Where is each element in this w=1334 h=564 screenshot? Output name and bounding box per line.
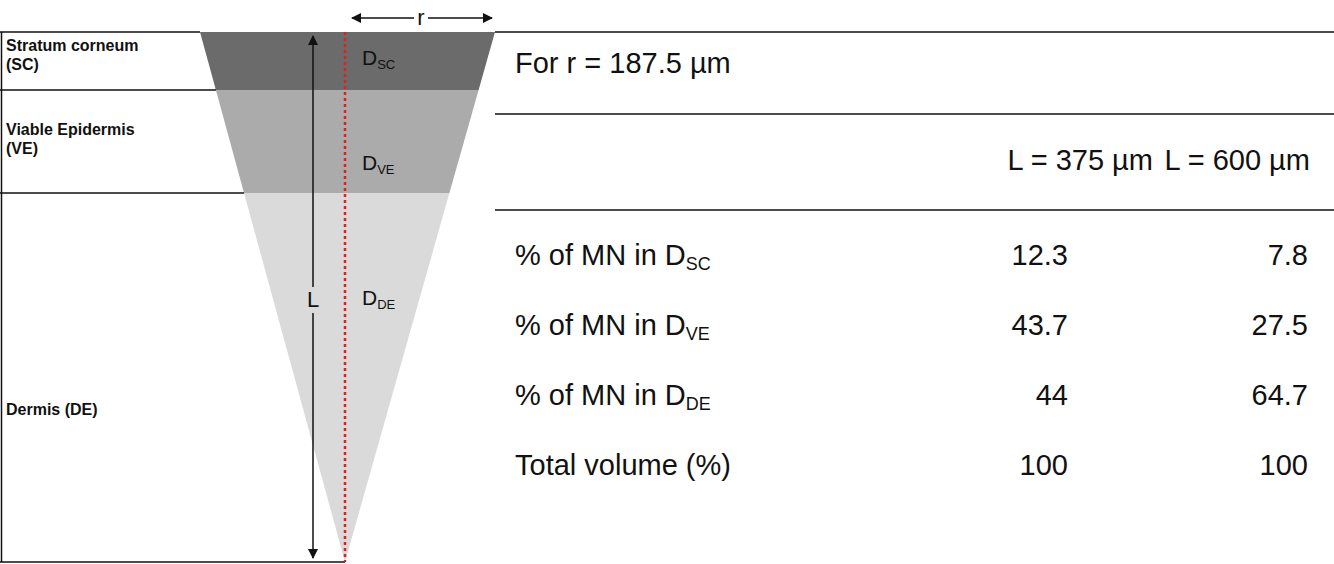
domain-label: DVE	[362, 151, 395, 175]
skin-layer-band: Stratum corneum (SC)	[6, 34, 196, 89]
table-cell: 100	[1260, 449, 1308, 482]
domain-label: DDE	[362, 286, 395, 310]
domain-label: DSC	[362, 46, 395, 70]
table-cell: 100	[1020, 449, 1068, 482]
table-cell: 44	[1036, 379, 1068, 412]
table-cell: % of MN in DSC	[515, 239, 711, 272]
layer-name: Viable Epidermis (VE)	[6, 120, 146, 158]
table-cell: 12.3	[1012, 239, 1068, 272]
table-cell: % of MN in DDE	[515, 379, 711, 412]
layer-name: Dermis (DE)	[6, 400, 146, 419]
dimension-label: L	[304, 287, 322, 312]
table-cell: 43.7	[1012, 309, 1068, 342]
dimension-label: r	[414, 5, 427, 30]
layer-name: Stratum corneum (SC)	[6, 36, 146, 74]
table-cell: 27.5	[1252, 309, 1308, 342]
skin-layer-band: Dermis (DE)	[6, 195, 236, 560]
table-cell: % of MN in DVE	[515, 309, 710, 342]
table-cell: 64.7	[1252, 379, 1308, 412]
table-header: L = 600 µm	[1165, 144, 1310, 177]
table-cell: 7.8	[1268, 239, 1308, 272]
table-title: For r = 187.5 µm	[515, 47, 731, 80]
table-cell: Total volume (%)	[515, 449, 731, 482]
skin-layer-band: Viable Epidermis (VE)	[6, 92, 206, 192]
table-header: L = 375 µm	[1008, 144, 1153, 177]
